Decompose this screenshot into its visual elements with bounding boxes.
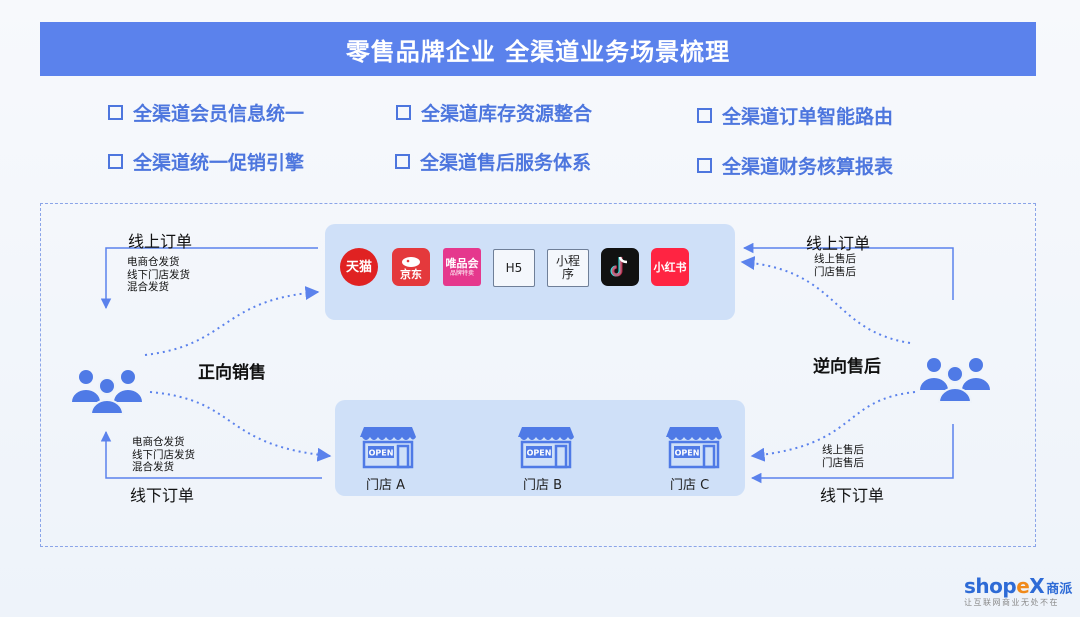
svg-text:OPEN: OPEN (369, 449, 394, 458)
aftersales-option: 门店售后 (822, 456, 864, 469)
fulfillment-option: 电商仓发货 (132, 436, 185, 448)
feature-label: 全渠道统一促销引擎 (133, 152, 305, 174)
brand-cn: 商派 (1046, 582, 1073, 597)
feature-item: 全渠道财务核算报表 (697, 152, 893, 179)
online-order-left-label: 线上订单 (128, 232, 193, 251)
svg-text:OPEN: OPEN (527, 449, 552, 458)
online-order-right-label: 线上订单 (806, 234, 871, 253)
online-order-right-options: 线上售后 门店售后 (814, 253, 856, 278)
store-label: 门店 A (366, 478, 406, 493)
tmall-icon: 天猫 (340, 248, 378, 286)
offline-order-left-label: 线下订单 (130, 486, 195, 505)
douyin-note-icon (610, 256, 628, 277)
fulfillment-option: 电商仓发货 (127, 256, 180, 268)
jd-icon: 京东 (392, 248, 430, 286)
online-order-left-arrow (100, 247, 318, 310)
offline-order-left-arrow (100, 430, 322, 479)
feature-label: 全渠道订单智能路由 (722, 106, 894, 128)
miniprogram-icon: 小程 序 (547, 249, 589, 287)
brand-name: shopeX (964, 574, 1045, 598)
fulfillment-option: 线下门店发货 (132, 448, 195, 461)
online-order-right-arrow (742, 242, 954, 300)
offline-order-left-options: 电商仓发货 线下门店发货 混合发货 (132, 436, 195, 474)
douyin-icon (601, 248, 639, 286)
feature-item: 全渠道售后服务体系 (395, 148, 591, 175)
checkbox-icon (396, 105, 411, 120)
feature-item: 全渠道订单智能路由 (697, 102, 893, 129)
redbook-icon: 小红书 (651, 248, 689, 286)
offline-order-right-options: 线上售后 门店售后 (822, 444, 864, 469)
reverse-aftersales-label: 逆向售后 (813, 357, 881, 377)
store-label: 门店 B (523, 478, 563, 493)
vip-icon: 唯品会 品牌特卖 (443, 248, 481, 286)
storefront-icon: OPEN (360, 427, 416, 469)
aftersales-option: 线上售后 (822, 444, 864, 456)
store-label: 门店 C (670, 478, 710, 493)
reverse-aftersales-online-arrow (740, 256, 911, 344)
checkbox-icon (108, 154, 123, 169)
online-order-left-options: 电商仓发货 线下门店发货 混合发货 (127, 256, 190, 294)
forward-sales-label: 正向销售 (198, 363, 266, 383)
customers-right-icon (920, 358, 990, 403)
storefront-icon: OPEN (666, 427, 722, 469)
customers-left-icon (72, 370, 142, 415)
page-title: 零售品牌企业 全渠道业务场景梳理 (345, 37, 731, 66)
feature-item: 全渠道统一促销引擎 (108, 148, 304, 175)
fulfillment-option: 混合发货 (132, 461, 174, 473)
fulfillment-option: 混合发货 (127, 281, 169, 293)
checkbox-icon (697, 158, 712, 173)
feature-label: 全渠道会员信息统一 (133, 103, 305, 125)
svg-text:OPEN: OPEN (675, 449, 700, 458)
checkbox-icon (697, 108, 712, 123)
feature-label: 全渠道财务核算报表 (722, 156, 894, 178)
aftersales-option: 线上售后 (814, 253, 856, 265)
checkbox-icon (108, 105, 123, 120)
feature-item: 全渠道会员信息统一 (108, 99, 304, 126)
fulfillment-option: 线下门店发货 (127, 268, 190, 281)
offline-order-right-arrow (750, 424, 954, 484)
feature-label: 全渠道库存资源整合 (421, 103, 593, 125)
brand-slogan: 让互联网商业无处不在 (964, 598, 1059, 607)
reverse-aftersales-store-arrow (750, 391, 916, 462)
forward-sales-store-arrow (149, 391, 332, 462)
scenario-frame (40, 203, 1036, 547)
feature-item: 全渠道库存资源整合 (396, 99, 592, 126)
jd-dog-icon (402, 256, 420, 267)
h5-icon: H5 (493, 249, 535, 287)
forward-sales-online-arrow (144, 286, 320, 356)
offline-order-right-label: 线下订单 (820, 486, 885, 505)
storefront-icon: OPEN (518, 427, 574, 469)
aftersales-option: 门店售后 (814, 265, 856, 278)
title-banner: 零售品牌企业 全渠道业务场景梳理 (40, 22, 1036, 76)
checkbox-icon (395, 154, 410, 169)
feature-label: 全渠道售后服务体系 (420, 152, 592, 174)
